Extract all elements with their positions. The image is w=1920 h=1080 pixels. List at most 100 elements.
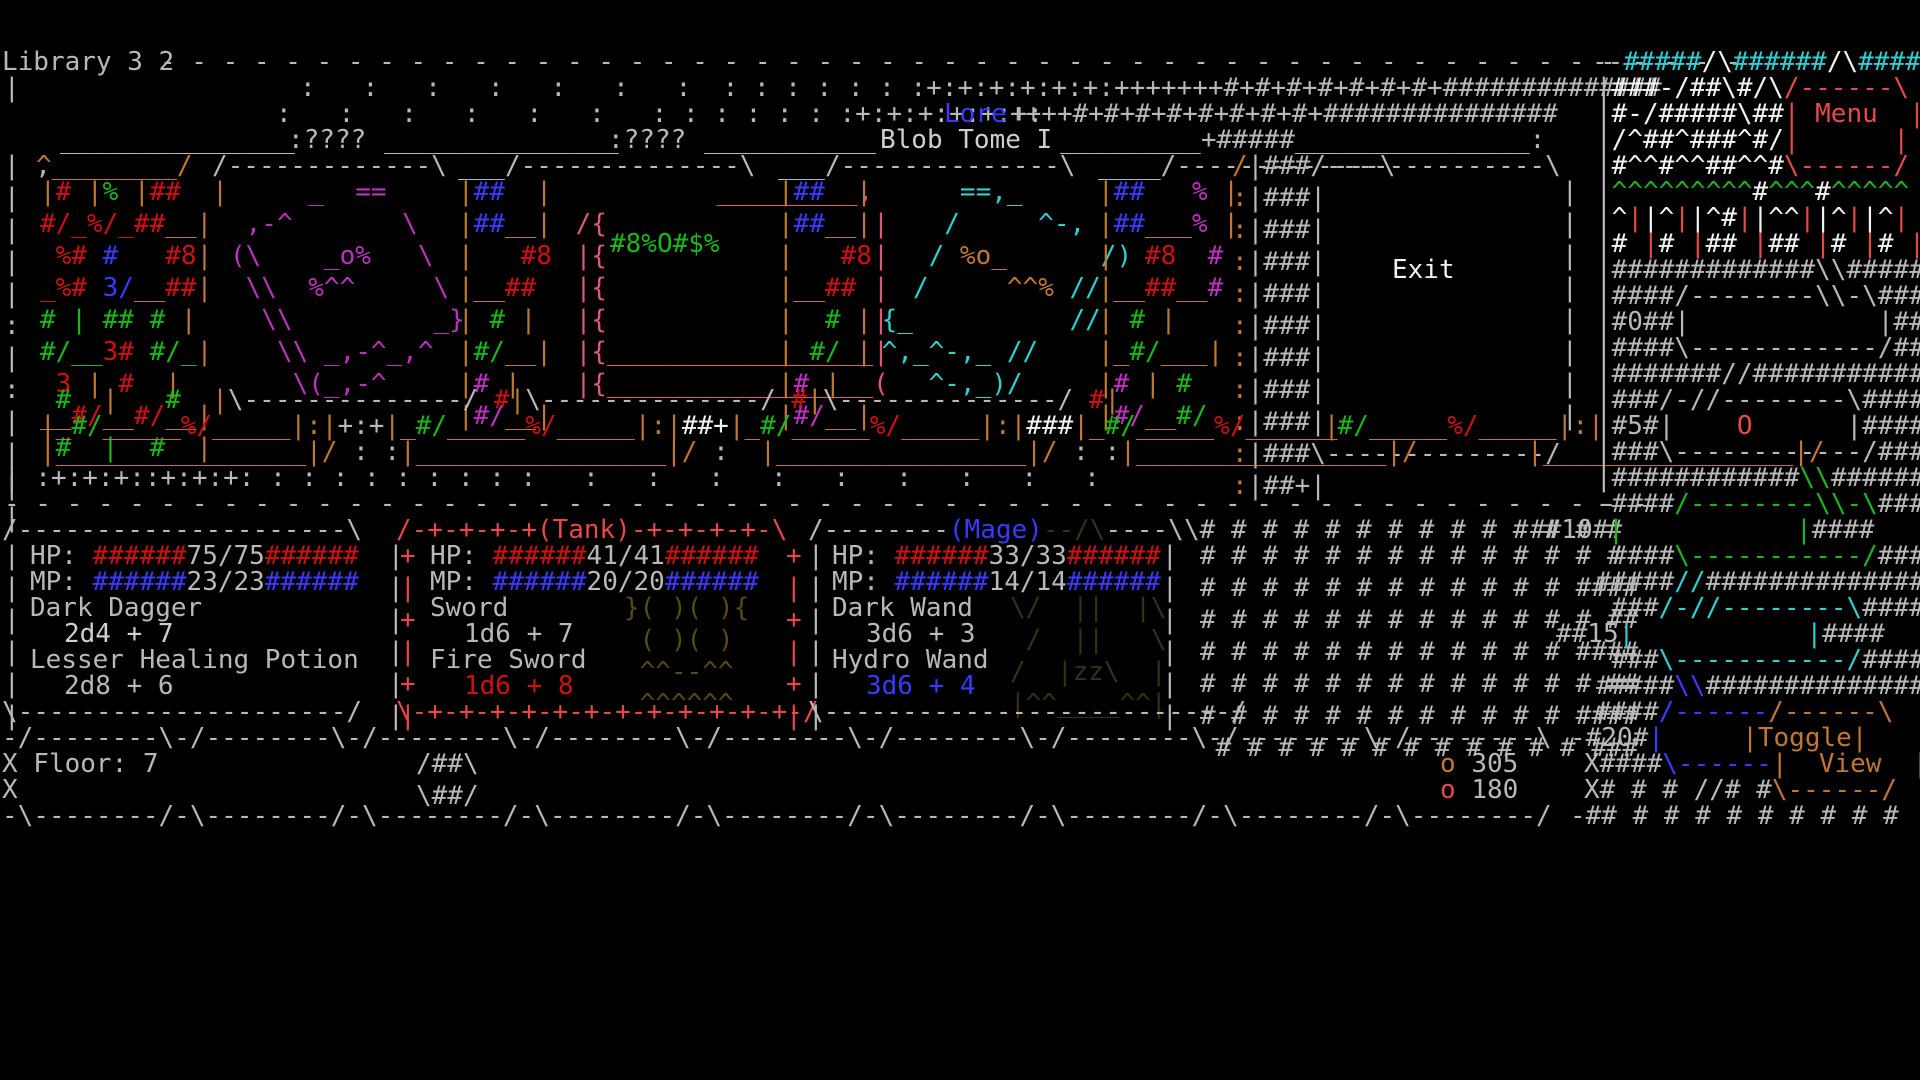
coin-icon: o — [1440, 749, 1456, 779]
lore-link[interactable]: Lore — [944, 99, 1007, 129]
level-20-label[interactable]: -#20# — [1570, 723, 1649, 753]
room-bottom-border: - - - - - - - - - - - - - - - - - - - - … — [4, 489, 1648, 519]
room-wall-left: | — [4, 73, 20, 103]
side-panel-row-16: |###\------------/##### — [1596, 437, 1920, 467]
panel-1-item-2-dice: 2d8 + 6 — [64, 671, 174, 701]
room-wall-column: | , | | | | : | : | | | | — [4, 151, 51, 533]
room-bottom-dots: | :+:+:+::+:+:+: : : : : : : : : : : : :… — [4, 463, 1100, 493]
side-panel-row-13: |#######//############## — [1596, 359, 1920, 389]
tank-role-label: (Tank) — [536, 515, 631, 545]
panel-2-mp: MP: ######20/20###### — [430, 567, 759, 597]
coins-a: o 305 — [1440, 749, 1519, 779]
panel-1-item-1-dice: 2d4 + 7 — [64, 619, 174, 649]
tank-border-top: /-+-+-+-+(Tank)-+-+-+-+-\ — [396, 515, 788, 545]
unknown-item-1[interactable]: :???? — [288, 125, 367, 155]
side-panel-row-12: |####\------------/##### — [1596, 333, 1920, 363]
mage-role-label: (Mage) — [948, 515, 1043, 545]
panel-2-hp: HP: ######41/41###### — [430, 541, 759, 571]
panel-2-item-1[interactable]: Sword — [430, 593, 509, 623]
toggle-view-button[interactable]: Toggle — [1757, 723, 1852, 753]
panel-2-item-1-dice: 1d6 + 7 — [464, 619, 574, 649]
mp-value-3: 14/14 — [988, 567, 1067, 597]
party-border-top: /---------------------\ — [2, 515, 363, 545]
side-panel-row-5: |#^^#^^##^^#\------/ — [1596, 151, 1910, 181]
toggle-row-1: -#20#| |Toggle| — [1570, 723, 1868, 753]
exit-column: /|###/--------------\ :|###| :|###| :|##… — [1232, 151, 1561, 501]
panel-3-item-2[interactable]: Hydro Wand — [832, 645, 989, 675]
side-panel-row-26: ####/------/------\ — [1596, 697, 1894, 727]
panel-1-left-border: | | | | | | — [4, 541, 20, 731]
panel-2-item-2-dice: 1d6 + 8 — [464, 671, 574, 701]
level-5-label[interactable]: #5# — [1611, 411, 1659, 441]
magenta-blob-art: _ == ,-^ \ (\ _o% \ \\ %^^ \ \\ _} \\ _,… — [230, 177, 465, 399]
level-0-label[interactable]: #0## — [1611, 307, 1675, 337]
panel-1-mp: MP: ######23/23###### — [30, 567, 359, 597]
side-panel-row-14: |###/-//--------\###### — [1596, 385, 1920, 415]
exit-door-right: | | | | | | | | — [1562, 177, 1578, 431]
floor-indicator: X Floor: 7 — [2, 749, 159, 779]
tome-frame: _________, /{ | |{ | |{ | |{ | |{_______… — [575, 177, 889, 399]
toggle-view-label[interactable]: View — [1818, 749, 1882, 779]
panel-3-item-1[interactable]: Dark Wand — [832, 593, 973, 623]
room-floor-row-2: |_#/_____%/_____|:|+:+|_#/_____%/_____|:… — [40, 411, 1340, 441]
side-panel-row-4: |/^##^###^#/| | — [1596, 125, 1910, 155]
shelf-frame-3: ___/--------------\ — [458, 151, 756, 181]
gem-icon: o — [1440, 775, 1456, 805]
panel-2-right-border: + | + | + | — [786, 541, 802, 731]
level-15-label[interactable]: ##15 — [1556, 619, 1619, 649]
side-panel-row-20: ####\-----------/#### — [1596, 541, 1920, 571]
side-panel-row-22: ###/-//--------\#### — [1596, 593, 1920, 623]
mage-border-top: /--------(Mage)--/\----\ — [808, 515, 1184, 545]
side-panel-row-3: |#-/#####\##| Menu |# — [1596, 99, 1920, 129]
status-border-bottom: -\--------/-\--------/-\--------/-\-----… — [2, 801, 1552, 831]
coins-b: o 180 — [1440, 775, 1519, 805]
toggle-row-2: X####\------| View | — [1584, 749, 1920, 779]
side-panel-row-17: |############\\####### — [1596, 463, 1920, 493]
bookshelf-4: |## % | |##___% | | #8 # |__##__# | # | … — [1098, 177, 1239, 431]
panel-2-item-2[interactable]: Fire Sword — [430, 645, 587, 675]
tome-art: #8%O#$% — [610, 229, 720, 259]
unknown-item-2[interactable]: :???? — [608, 125, 687, 155]
x-marker: X — [2, 775, 18, 805]
panel-3-item-2-dice: 3d6 + 4 — [866, 671, 976, 701]
exit-door[interactable]: Exit — [1392, 255, 1455, 285]
tome-label[interactable]: Blob Tome I — [880, 125, 1053, 155]
toggle-row-3: X# # # //# #\------/ — [1584, 775, 1898, 805]
side-panel-row-6: |^^^^^^^^^#^^^#^^^^^ — [1596, 177, 1910, 207]
panel-3-mp: MP: ######14/14###### — [832, 567, 1161, 597]
shelf-top-4: _________+#####_______________: — [1060, 125, 1546, 155]
tank-portrait-art: }( )( ){ ( )( ) ^^--^^ ^^^^^^ — [624, 593, 750, 719]
shelf-frame-5: ____/-------------\ — [1098, 151, 1396, 181]
side-panel-row-7: |^||^||^#||^^||^||^| — [1596, 203, 1910, 233]
level-10-row: ##10#| |#### — [1530, 515, 1875, 545]
stairs-icon[interactable]: /##\ \##/ — [416, 749, 479, 811]
top-border: - - - - - - - - - - - - - - - - - - - - … — [160, 47, 1741, 77]
status-border-top: -/--------\-/--------\-/--------\-/-----… — [2, 723, 1552, 753]
shelf-frame-2: /-------------\ — [212, 151, 447, 181]
level-5-row: |#5#| O |##### — [1596, 411, 1920, 441]
level-10-label[interactable]: ##10# — [1530, 515, 1609, 545]
side-panel-bottom: -## # # # # # # # # # — [1570, 801, 1899, 831]
side-panel-row-8: |# |# |## |## |# |# | — [1596, 229, 1920, 259]
party-border-bottom: \---------------------/ — [2, 697, 363, 727]
grid-row-1: \# # # # # # # # # # # # # # — [1184, 515, 1623, 545]
side-panel-row-18: -####/--------\\-\##### — [1596, 489, 1920, 519]
panel-2-left-border: + | + | + | — [400, 541, 416, 731]
ceiling-dots-1: : : : : : : : : : : : : : :+:+:+:+:+:+:+… — [300, 73, 1662, 103]
panel-1-item-1[interactable]: Dark Dagger — [30, 593, 203, 623]
shelf-frame-4: ___/--------------\ — [778, 151, 1076, 181]
ceiling-dots-3: ++++#+#+#+#+#+#+#+#+############### — [1010, 99, 1558, 129]
side-panel-row-2: |###-/##\#/\/------\ — [1596, 73, 1910, 103]
level-0-row: |#0##| |##### — [1596, 307, 1920, 337]
ceiling-dots-2: : : : : : : : : : : : : :+:+:+:+:+:+: — [276, 99, 1044, 129]
panel-1-item-2[interactable]: Lesser Healing Potion — [30, 645, 359, 675]
side-panel-row-21: #####//############## — [1596, 567, 1920, 597]
shelf-top-3: ___________ — [704, 125, 877, 155]
hp-value-3: 33/33 — [988, 541, 1067, 571]
hp-value-1: 75/75 — [186, 541, 265, 571]
cyan-blob-art: ==,_ / ^-, / %o_ /) / ^^% // {_ // ^,_^-… — [866, 177, 1133, 399]
shelf-top-2: _______________ — [384, 125, 619, 155]
hp-value-2: 41/41 — [586, 541, 665, 571]
menu-button[interactable]: Menu — [1815, 99, 1878, 129]
panel-1-right-border: | | | | | | — [388, 541, 404, 731]
